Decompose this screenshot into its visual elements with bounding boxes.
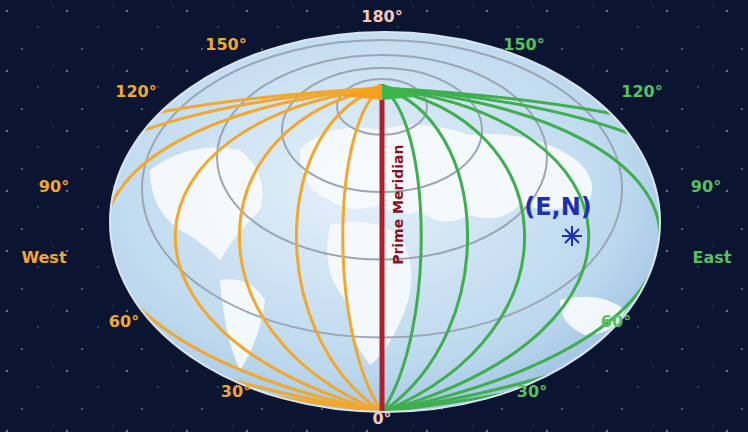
meridian-east <box>382 88 660 412</box>
meridian-east <box>382 88 748 412</box>
meridian-west <box>104 88 382 412</box>
meridian-west <box>175 88 382 412</box>
direction-label: East <box>693 249 732 267</box>
latitude-line <box>0 6 748 432</box>
longitude-label: 0° <box>372 410 391 428</box>
latitude-line <box>62 24 702 421</box>
longitude-label: 90° <box>39 178 69 196</box>
meridian-west <box>343 88 382 412</box>
meridian-label: Prime Meridian <box>391 145 406 265</box>
prime-meridian-line <box>380 84 385 412</box>
pole-fan-west <box>340 84 382 100</box>
meridian-east <box>382 88 589 412</box>
globe-outline <box>110 32 660 412</box>
meridian-east <box>382 88 421 412</box>
meridian-west <box>296 88 382 412</box>
longitude-label: 60° <box>109 313 139 331</box>
longitude-label: 120° <box>621 83 662 101</box>
pole-fan-east <box>382 84 424 100</box>
longitude-label: 60° <box>601 313 631 331</box>
longitude-label: 150° <box>205 36 246 54</box>
point-label: (E,N) <box>524 194 592 220</box>
longitude-label: 30° <box>517 383 547 401</box>
meridian-east <box>382 88 468 412</box>
longitude-label: 90° <box>691 178 721 196</box>
longitude-label: 30° <box>221 383 251 401</box>
meridian-east <box>382 88 746 412</box>
globe-body <box>110 32 660 412</box>
meridian-west <box>0 88 382 412</box>
meridian-west <box>239 88 382 412</box>
longitude-label: 180° <box>361 8 402 26</box>
longitude-label: 120° <box>115 83 156 101</box>
meridian-east <box>382 88 525 412</box>
direction-label: West <box>21 249 66 267</box>
point-star <box>562 226 582 246</box>
longitude-label: 150° <box>503 36 544 54</box>
land-masses <box>150 125 625 370</box>
